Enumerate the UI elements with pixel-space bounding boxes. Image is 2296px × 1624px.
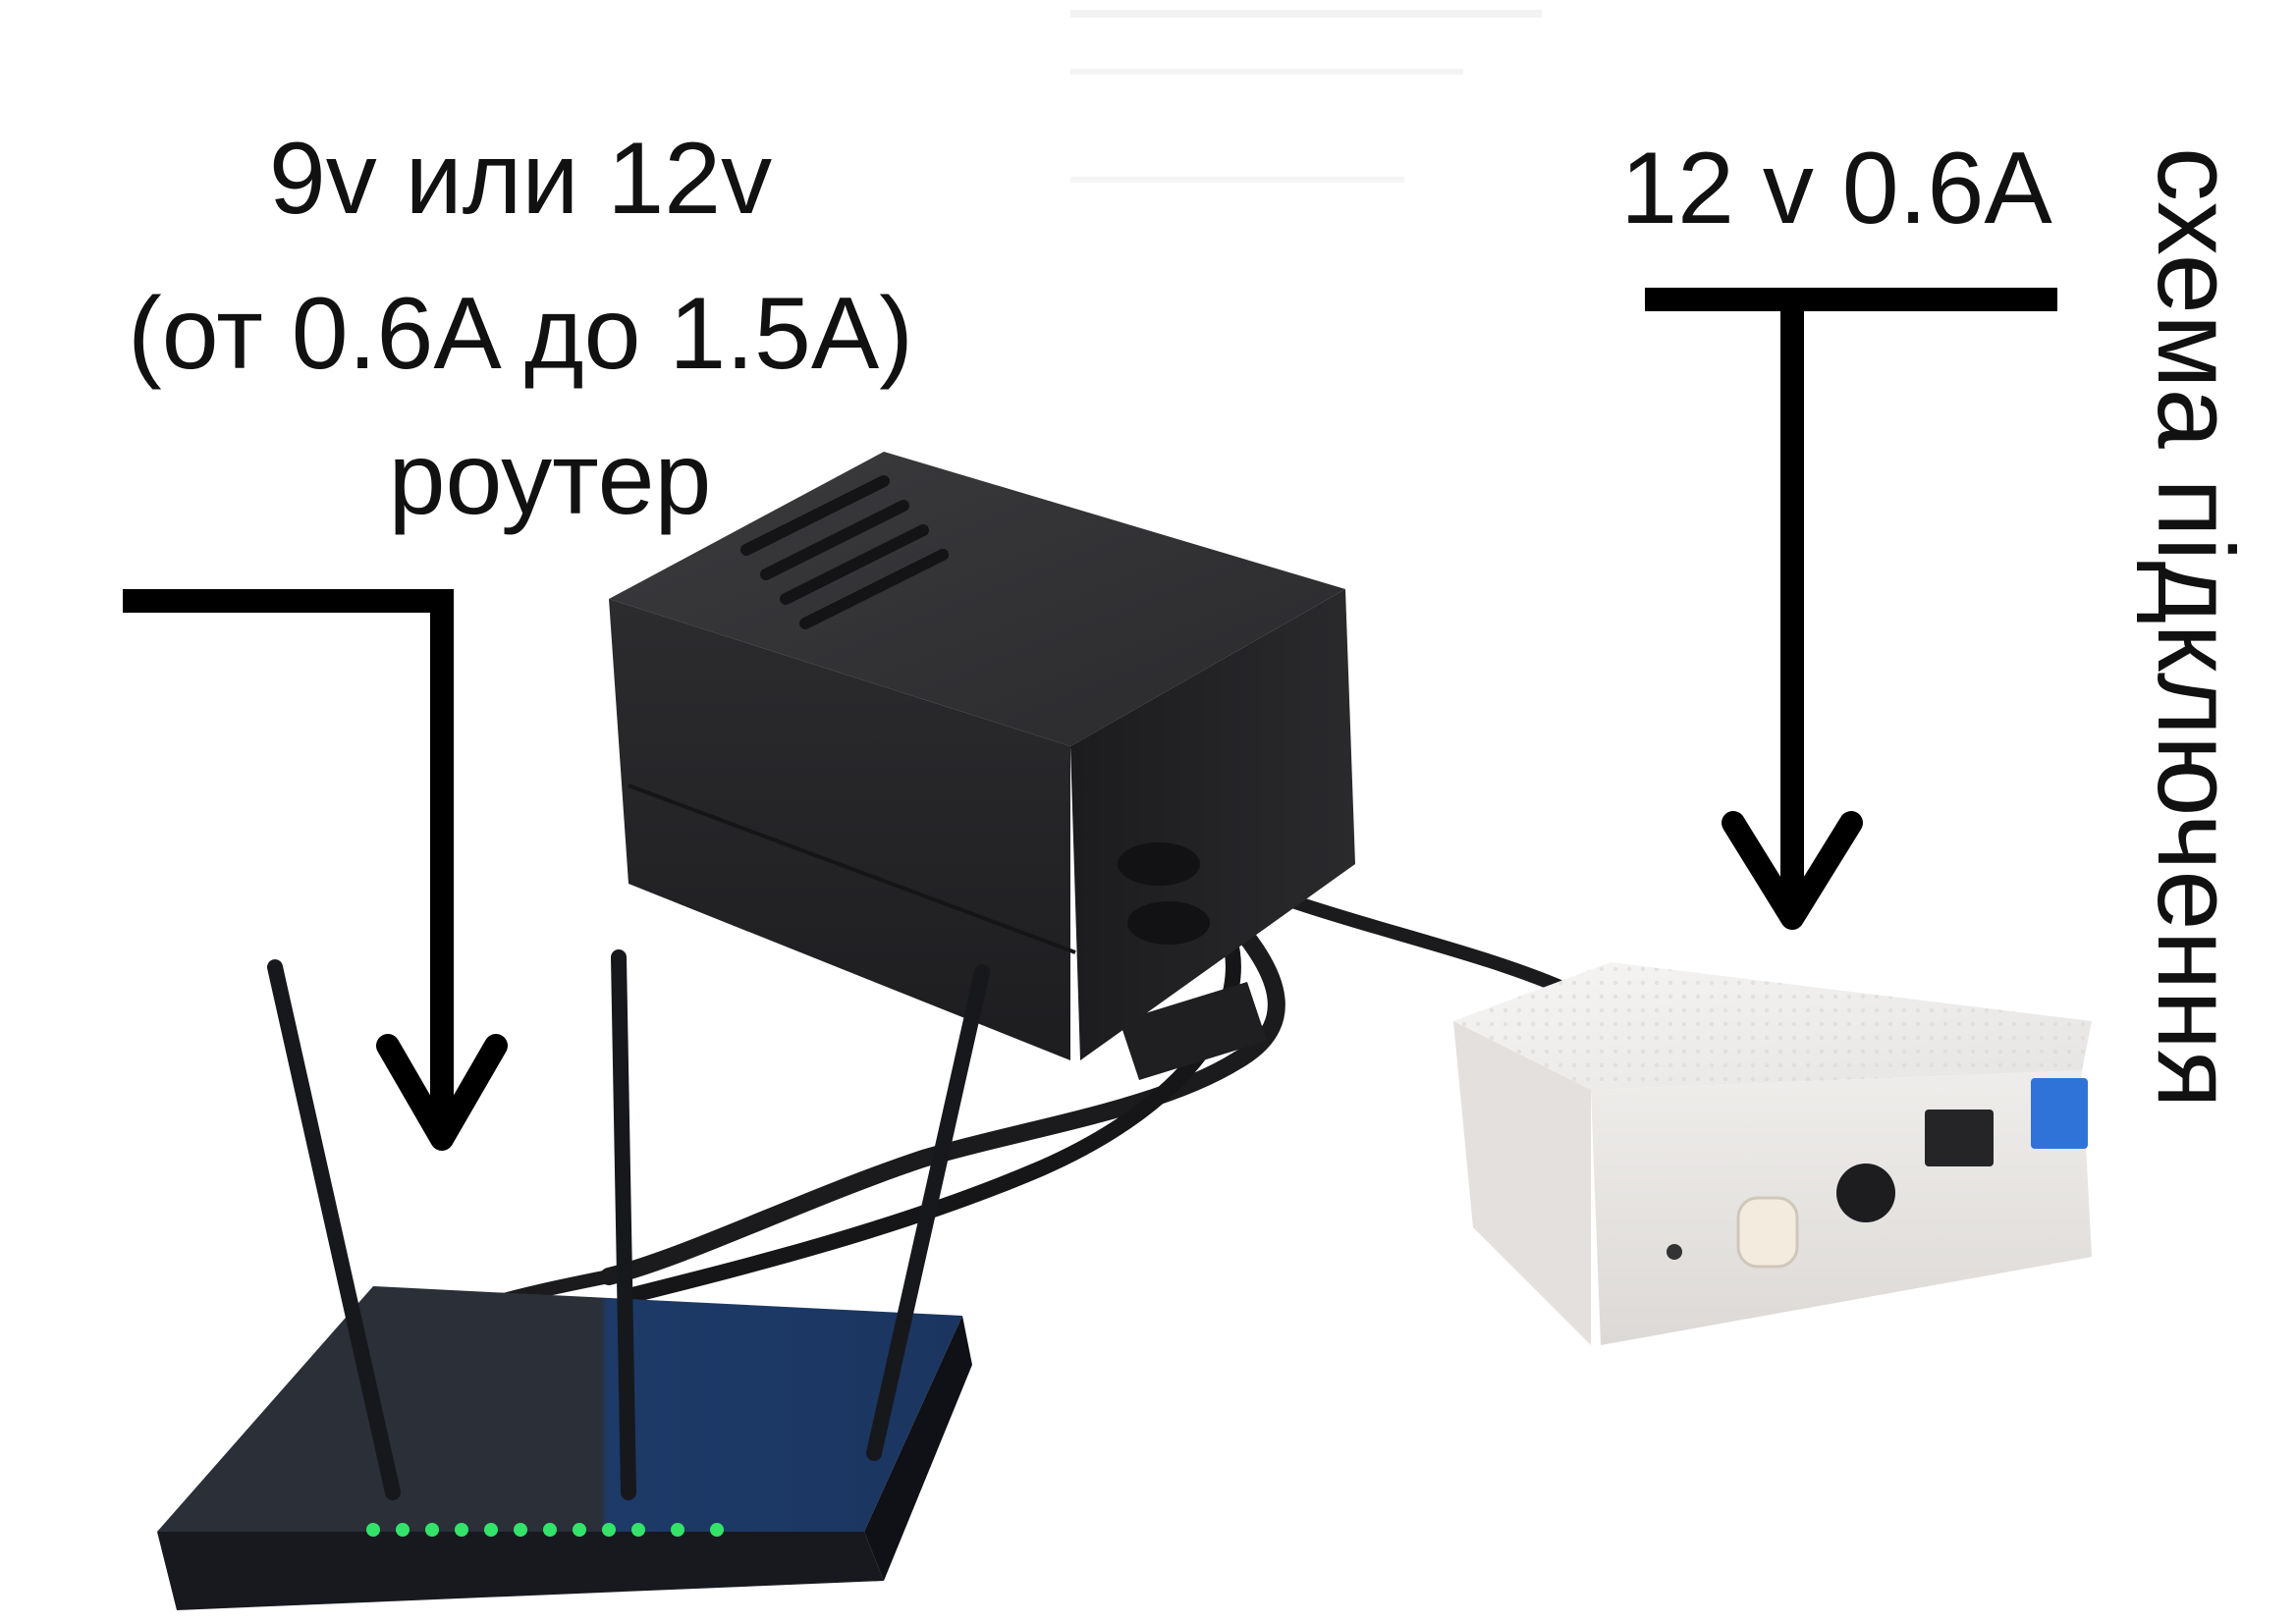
router-leds [366,1523,724,1537]
router-antennas [267,949,990,1500]
arrow-down-icon [123,589,508,1151]
optical-terminal [1453,962,2092,1345]
router-name-label: роутер [388,422,712,536]
wireless-router [157,949,990,1610]
power-adapter [609,452,1355,1060]
background-smudge [1070,10,1542,183]
router-current-label: (от 0.6A до 1.5A) [128,277,913,391]
router-voltage-label: 9v или 12v [268,122,773,236]
scheme-caption: схема підключення [2135,147,2256,1109]
ont-power-label: 12 v 0.6A [1620,132,2052,245]
vent-slots [740,475,949,629]
arrow-down-icon [1645,288,2057,930]
